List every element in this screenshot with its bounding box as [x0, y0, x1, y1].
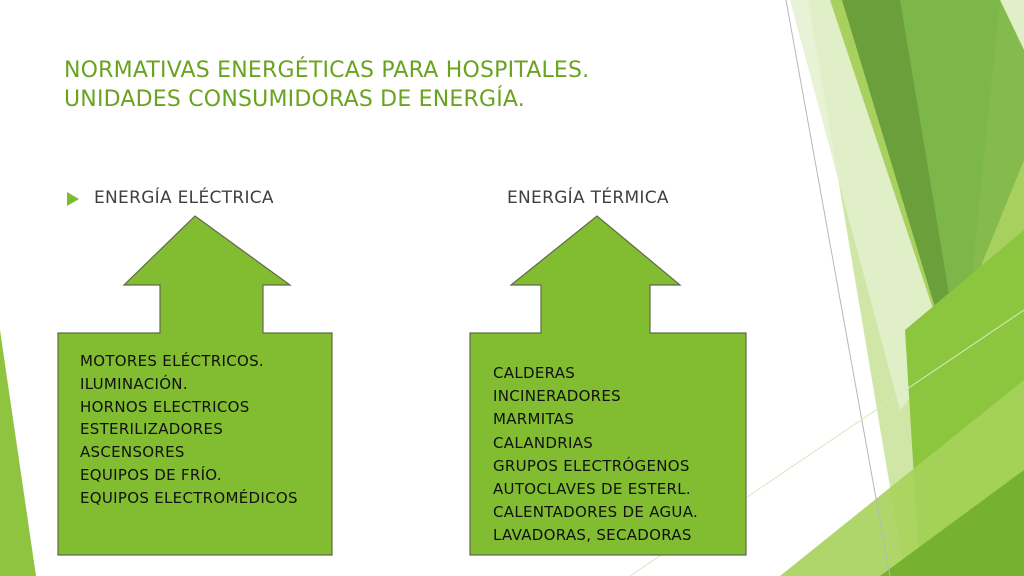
list-item: CALANDRIAS [493, 433, 594, 452]
heading-energia-termica: ENERGÍA TÉRMICA [507, 188, 669, 208]
list-item: AUTOCLAVES DE ESTERL. [493, 480, 691, 499]
slide-title-line-1: NORMATIVAS ENERGÉTICAS PARA HOSPITALES. [64, 58, 590, 83]
list-item: MOTORES ELÉCTRICOS. [80, 352, 264, 370]
list-energia-termica: CALDERAS INCINERADORES MARMITAS CALANDRI… [493, 362, 698, 548]
right-facet-deep [880, 470, 1024, 576]
bullet-arrow-icon [67, 192, 79, 206]
list-item: EQUIPOS DE FRÍO. [80, 465, 222, 484]
list-item: CALDERAS [493, 364, 576, 382]
list-item: EQUIPOS ELECTROMÉDICOS [80, 488, 298, 507]
arrow-callout-electrica [57, 215, 333, 556]
left-accent-triangle [0, 330, 36, 576]
list-item: INCINERADORES [493, 387, 621, 406]
slide-title: NORMATIVAS ENERGÉTICAS PARA HOSPITALES. … [64, 56, 589, 114]
right-facet-olive [900, 0, 1024, 330]
slide-title-line-2: UNIDADES CONSUMIDORAS DE ENERGÍA. [64, 87, 525, 112]
right-thin-line-1 [785, 0, 891, 576]
list-item: ESTERILIZADORES [80, 420, 224, 439]
list-energia-electrica: MOTORES ELÉCTRICOS. ILUMINACIÓN. HORNOS … [80, 350, 298, 510]
list-item: GRUPOS ELECTRÓGENOS [493, 456, 690, 475]
list-item: ASCENSORES [80, 443, 185, 462]
list-item: ILUMINACIÓN. [80, 374, 188, 393]
list-item: MARMITAS [493, 410, 575, 429]
list-item: LAVADORAS, SECADORAS [493, 526, 692, 545]
arrow-callout-termica [469, 215, 747, 556]
list-item: CALENTADORES DE AGUA. [493, 503, 699, 522]
heading-energia-electrica: ENERGÍA ELÉCTRICA [94, 188, 274, 208]
list-item: HORNOS ELECTRICOS [80, 397, 250, 416]
